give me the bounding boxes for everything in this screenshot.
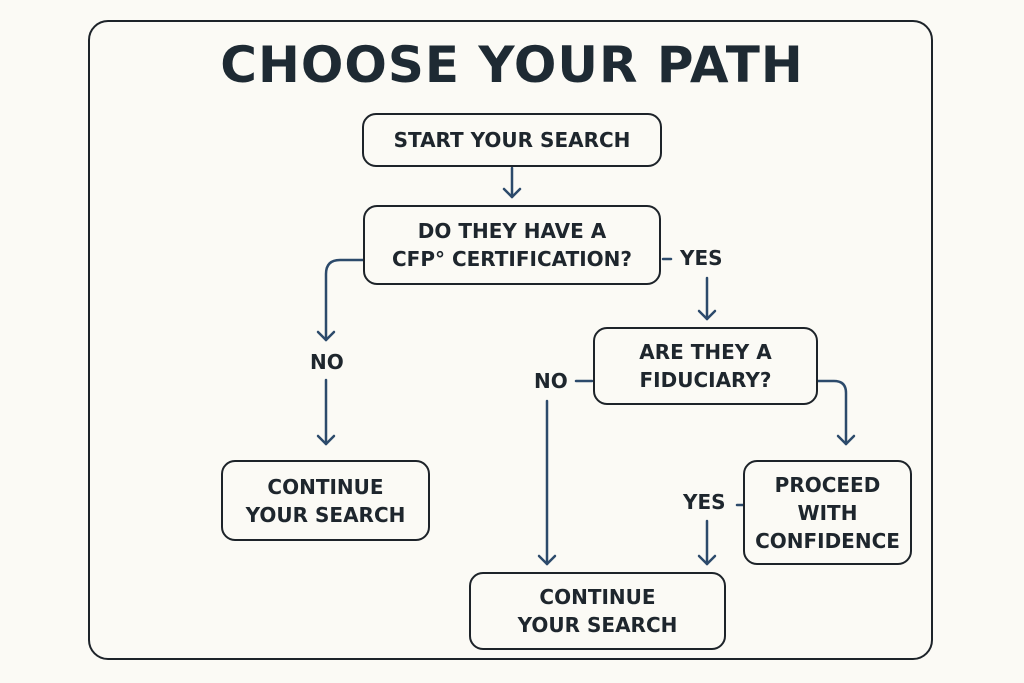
node-label-line: PROCEED xyxy=(774,472,881,497)
arrow-yes-to-continue-bottom xyxy=(697,519,717,566)
arrow-fiduciary-no-to-continue xyxy=(537,399,557,566)
node-label-line: FIDUCIARY? xyxy=(639,368,772,392)
node-label-line: DO THEY HAVE A xyxy=(417,219,607,243)
diagram-frame xyxy=(88,20,933,660)
node-continue-search-left: CONTINUE YOUR SEARCH xyxy=(221,460,430,541)
node-start-your-search: START YOUR SEARCH xyxy=(362,113,662,167)
node-label-line: CONTINUE xyxy=(267,474,384,499)
node-label-line: CFP° CERTIFICATION? xyxy=(391,247,633,271)
arrow-yes-to-fiduciary xyxy=(697,276,717,321)
connector-no-to-continue-left xyxy=(316,378,336,446)
node-label-line: WITH xyxy=(797,500,858,525)
node-label-line: ARE THEY A xyxy=(639,340,772,364)
edge-label-fiduciary-no: NO xyxy=(534,369,568,393)
node-label-line: YOUR SEARCH xyxy=(245,502,406,527)
node-cfp-question: DO THEY HAVE A CFP° CERTIFICATION? xyxy=(363,205,661,285)
node-proceed-with-confidence: PROCEED WITH CONFIDENCE xyxy=(743,460,912,565)
edge-label-cfp-yes: YES xyxy=(680,246,723,270)
node-label-line: YOUR SEARCH xyxy=(517,613,678,637)
edge-label-cfp-no: NO xyxy=(310,350,344,374)
edge-label-proceed-yes: YES xyxy=(683,490,726,514)
node-fiduciary-question: ARE THEY A FIDUCIARY? xyxy=(593,327,818,405)
connector-fiduciary-to-proceed xyxy=(816,379,856,446)
node-continue-search-bottom: CONTINUE YOUR SEARCH xyxy=(469,572,726,650)
connector-cfp-no xyxy=(316,258,365,342)
node-label-line: CONFIDENCE xyxy=(755,528,900,553)
diagram-title: CHOOSE YOUR PATH xyxy=(220,36,804,94)
node-label-line: CONTINUE xyxy=(539,585,656,609)
arrow-start-to-cfp xyxy=(502,166,522,199)
node-label: START YOUR SEARCH xyxy=(393,128,631,152)
